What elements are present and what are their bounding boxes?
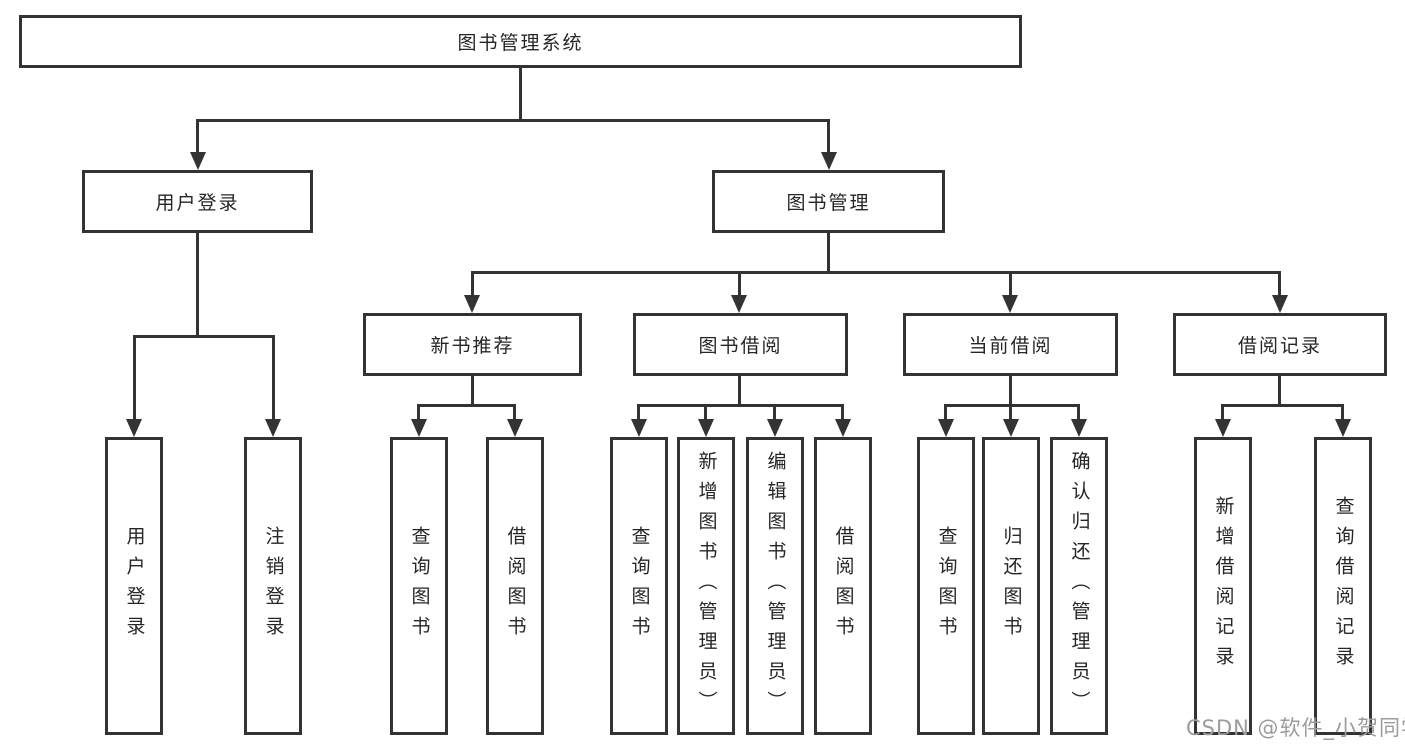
connector-line	[471, 376, 474, 407]
connector-line	[471, 271, 1281, 274]
arrowhead-down-icon	[126, 419, 142, 437]
arrowhead-down-icon	[767, 419, 783, 437]
leaf-query-borrow-record: 查询借阅记录	[1314, 437, 1372, 735]
connector-line	[944, 404, 947, 421]
leaf-label: 查询图书	[628, 526, 651, 646]
leaf-label: 查询图书	[935, 526, 958, 646]
leaf-label: 用户登录	[123, 526, 146, 646]
connector-line	[471, 271, 474, 297]
leaf-label: 编辑图书（管理员）	[764, 451, 787, 721]
arrowhead-down-icon	[1003, 419, 1019, 437]
connector-line	[272, 335, 275, 421]
leaf-label: 确认归还（管理员）	[1068, 451, 1091, 721]
connector-line	[637, 404, 844, 407]
connector-line	[738, 271, 741, 297]
connector-line	[1077, 404, 1080, 421]
connector-line	[417, 404, 420, 421]
connector-line	[519, 68, 522, 122]
leaf-edit-books-admin: 编辑图书（管理员）	[746, 437, 804, 735]
arrowhead-down-icon	[1071, 419, 1087, 437]
connector-line	[1221, 404, 1344, 407]
leaf-return-books: 归还图书	[982, 437, 1040, 735]
leaf-label: 新增借阅记录	[1212, 496, 1235, 676]
connector-line	[133, 335, 275, 338]
arrowhead-down-icon	[1335, 419, 1351, 437]
leaf-query-books-current: 查询图书	[917, 437, 975, 735]
leaf-label: 新增图书（管理员）	[695, 451, 718, 721]
leaf-borrow-books-borrowing: 借阅图书	[814, 437, 872, 735]
connector-line	[196, 119, 199, 155]
leaf-add-books-admin: 新增图书（管理员）	[677, 437, 735, 735]
leaf-add-borrow-record: 新增借阅记录	[1194, 437, 1252, 735]
arrowhead-down-icon	[938, 419, 954, 437]
connector-line	[1221, 404, 1224, 421]
leaf-user-login: 用户登录	[105, 437, 163, 735]
connector-line	[196, 233, 199, 338]
connector-line	[1341, 404, 1344, 421]
node-book-borrowing: 图书借阅	[633, 313, 848, 376]
leaf-label: 借阅图书	[832, 526, 855, 646]
node-new-book-recommendation: 新书推荐	[363, 313, 582, 376]
arrowhead-down-icon	[835, 419, 851, 437]
connector-line	[827, 233, 830, 274]
connector-line	[1278, 376, 1281, 407]
arrowhead-down-icon	[1215, 419, 1231, 437]
node-library-system: 图书管理系统	[19, 15, 1022, 68]
connector-line	[1278, 271, 1281, 297]
leaf-borrow-books-recommend: 借阅图书	[486, 437, 544, 735]
arrowhead-down-icon	[464, 295, 480, 313]
connector-line	[1009, 376, 1012, 407]
connector-line	[1009, 271, 1012, 297]
arrowhead-down-icon	[731, 295, 747, 313]
connector-line	[773, 404, 776, 421]
leaf-query-books-recommend: 查询图书	[390, 437, 448, 735]
arrowhead-down-icon	[1002, 295, 1018, 313]
node-book-management: 图书管理	[712, 170, 945, 233]
leaf-label: 归还图书	[1000, 526, 1023, 646]
arrowhead-down-icon	[1272, 295, 1288, 313]
arrowhead-down-icon	[698, 419, 714, 437]
connector-line	[513, 404, 516, 421]
connector-line	[196, 119, 830, 122]
arrowhead-down-icon	[190, 152, 206, 170]
arrowhead-down-icon	[265, 419, 281, 437]
leaf-confirm-return-admin: 确认归还（管理员）	[1050, 437, 1108, 735]
leaf-label: 借阅图书	[504, 526, 527, 646]
connector-line	[704, 404, 707, 421]
watermark: CSDN @软件_小贺同学	[1186, 716, 1405, 740]
arrowhead-down-icon	[411, 419, 427, 437]
arrowhead-down-icon	[507, 419, 523, 437]
leaf-label: 注销登录	[262, 526, 285, 646]
leaf-label: 查询借阅记录	[1332, 496, 1355, 676]
leaf-label: 查询图书	[408, 526, 431, 646]
connector-line	[738, 376, 741, 407]
connector-line	[133, 335, 136, 421]
node-current-borrowing: 当前借阅	[903, 313, 1118, 376]
connector-line	[417, 404, 516, 407]
arrowhead-down-icon	[821, 152, 837, 170]
connector-line	[637, 404, 640, 421]
connector-line	[827, 119, 830, 155]
leaf-logout-login: 注销登录	[244, 437, 302, 735]
node-user-login: 用户登录	[82, 170, 313, 233]
leaf-query-books-borrowing: 查询图书	[610, 437, 668, 735]
node-borrowing-records: 借阅记录	[1173, 313, 1387, 376]
connector-line	[944, 404, 1080, 407]
connector-line	[1009, 404, 1012, 421]
connector-line	[841, 404, 844, 421]
arrowhead-down-icon	[631, 419, 647, 437]
